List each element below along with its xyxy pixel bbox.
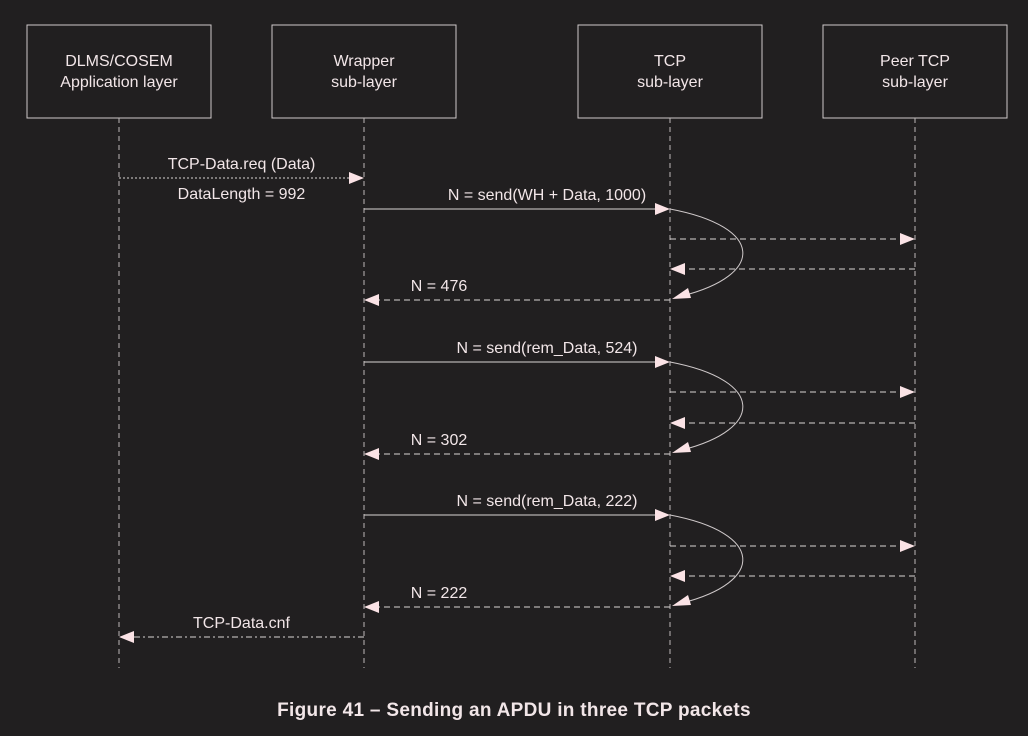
message-send-1: N = send(WH + Data, 1000) <box>364 187 670 215</box>
arc-arrowhead <box>672 442 691 453</box>
participant-label: DLMS/COSEM <box>65 53 173 70</box>
message-label: N = 302 <box>411 432 468 449</box>
arrowhead <box>900 233 915 245</box>
blocking-arc-1 <box>669 208 744 299</box>
arc-arrowhead <box>672 288 691 299</box>
participant-label: Wrapper <box>333 53 395 70</box>
figure-caption: Figure 41 – Sending an APDU in three TCP… <box>277 700 751 721</box>
message-label: TCP-Data.req (Data) <box>168 156 316 173</box>
message-tcp-data-req: TCP-Data.req (Data) DataLength = 992 <box>119 156 364 203</box>
arrowhead <box>670 570 685 582</box>
arrowhead <box>670 417 685 429</box>
message-label: TCP-Data.cnf <box>193 615 290 632</box>
message-ack-2 <box>670 417 915 429</box>
message-ack-3 <box>670 570 915 582</box>
participant-box <box>271 24 457 119</box>
message-send-3: N = send(rem_Data, 222) <box>364 493 670 521</box>
participant-wrapper: Wrapper sub-layer <box>271 24 457 668</box>
message-label: N = send(rem_Data, 222) <box>457 493 638 510</box>
message-ret-3: N = 222 <box>364 585 670 613</box>
participant-label: Peer TCP <box>880 53 950 70</box>
arrowhead <box>364 448 379 460</box>
blocking-arc-2 <box>669 361 744 453</box>
blocking-arc-3 <box>669 514 744 606</box>
arc-path <box>669 208 744 297</box>
arrowhead <box>364 601 379 613</box>
participant-app: DLMS/COSEM Application layer <box>26 24 212 668</box>
arrowhead <box>655 356 670 368</box>
participant-peer: Peer TCP sub-layer <box>822 24 1008 668</box>
participant-label: sub-layer <box>882 74 948 91</box>
arc-path <box>669 361 744 451</box>
arc-arrowhead <box>672 595 691 606</box>
arrowhead <box>900 540 915 552</box>
arrowhead <box>655 509 670 521</box>
arrowhead <box>670 263 685 275</box>
participant-box <box>26 24 212 119</box>
message-seg-3 <box>670 540 915 552</box>
arrowhead <box>349 172 364 184</box>
participant-label: sub-layer <box>637 74 703 91</box>
message-ack-1 <box>670 263 915 275</box>
message-label: N = send(WH + Data, 1000) <box>448 187 646 204</box>
message-seg-1 <box>670 233 915 245</box>
message-sublabel: DataLength = 992 <box>178 186 306 203</box>
participant-label: Application layer <box>60 74 178 91</box>
arrowhead <box>655 203 670 215</box>
message-label: N = 222 <box>411 585 468 602</box>
participant-box <box>577 24 763 119</box>
arc-path <box>669 514 744 604</box>
arrowhead <box>119 631 134 643</box>
message-send-2: N = send(rem_Data, 524) <box>364 340 670 368</box>
message-tcp-data-cnf: TCP-Data.cnf <box>119 615 364 643</box>
participant-label: TCP <box>654 53 686 70</box>
message-label: N = 476 <box>411 278 468 295</box>
participant-label: sub-layer <box>331 74 397 91</box>
participant-tcp: TCP sub-layer <box>577 24 763 668</box>
message-seg-2 <box>670 386 915 398</box>
message-ret-1: N = 476 <box>364 278 670 306</box>
arrowhead <box>364 294 379 306</box>
message-label: N = send(rem_Data, 524) <box>457 340 638 357</box>
participant-box <box>822 24 1008 119</box>
message-ret-2: N = 302 <box>364 432 670 460</box>
arrowhead <box>900 386 915 398</box>
